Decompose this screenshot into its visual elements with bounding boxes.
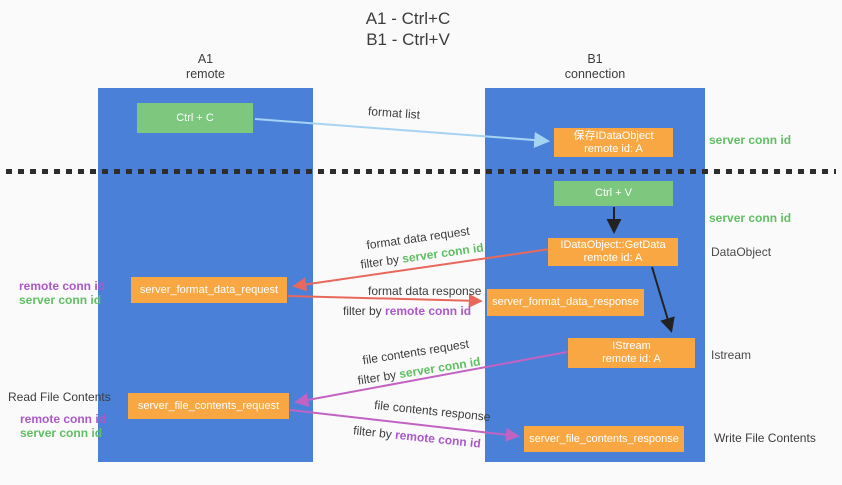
node-istream: IStream remote id: A (568, 338, 695, 368)
node-server-file-contents-response: server_file_contents_response (524, 426, 684, 452)
save-idataobject-line2: remote id: A (584, 142, 643, 155)
filter-by-text: filter by (343, 304, 382, 318)
lane-a1-title: A1 (197, 52, 214, 66)
diagram-title: A1 - Ctrl+C B1 - Ctrl+V (308, 8, 508, 50)
node-save-idataobject: 保存IDataObject remote id: A (554, 128, 673, 157)
filter-by-text: filter by (352, 423, 393, 442)
label-write-file-contents: Write File Contents (714, 431, 816, 445)
format-request-label: server_format_data_request (139, 283, 279, 296)
label-server-conn-id-file: server conn id (20, 426, 103, 440)
getdata-line2: remote id: A (583, 252, 643, 264)
label-server-conn-id-top: server conn id (709, 133, 792, 147)
filter-by-text: filter by (359, 252, 400, 272)
node-ctrl-v: Ctrl + V (554, 181, 673, 206)
title-line-1: A1 - Ctrl+C (365, 9, 451, 28)
session-divider-dotted-line (6, 169, 836, 174)
node-server-format-data-response: server_format_data_response (487, 289, 644, 316)
label-remote-conn-id-format: remote conn id (19, 279, 106, 293)
node-server-format-data-request: server_format_data_request (131, 277, 287, 303)
label-server-conn-id-format: server conn id (19, 293, 102, 307)
file-response-label: server_file_contents_response (529, 432, 679, 445)
label-server-conn-id-mid: server conn id (709, 211, 792, 225)
save-idataobject-line1: 保存IDataObject (573, 129, 654, 142)
label-format-list: format list (367, 104, 421, 122)
label-format-data-response: format data response (368, 284, 482, 298)
label-filter-format-response: filter by remote conn id (343, 304, 471, 318)
remote-conn-id-key: remote conn id (385, 304, 472, 318)
lane-b1-subtitle: connection (564, 67, 626, 81)
lane-header-a1: A1 remote (98, 52, 313, 82)
filter-by-text: filter by (356, 367, 398, 388)
format-response-label: server_format_data_response (492, 296, 639, 308)
label-istream: Istream (711, 348, 752, 362)
ctrl-c-label: Ctrl + C (176, 111, 214, 124)
node-server-file-contents-request: server_file_contents_request (128, 393, 289, 419)
label-read-file-contents: Read File Contents (8, 390, 111, 404)
istream-line2: remote id: A (602, 353, 661, 365)
node-idataobject-getdata: IDataObject::GetData remote id: A (548, 238, 678, 266)
istream-line1: IStream (612, 340, 651, 352)
lane-header-b1: B1 connection (485, 52, 705, 82)
lane-a1-subtitle: remote (186, 67, 225, 81)
label-file-contents-response: file contents response (373, 397, 492, 425)
ctrl-v-label: Ctrl + V (595, 187, 632, 199)
label-dataobject: DataObject (711, 245, 772, 259)
file-request-label: server_file_contents_request (137, 399, 280, 412)
label-filter-file-response: filter by remote conn id (353, 423, 482, 450)
title-line-2: B1 - Ctrl+V (366, 30, 450, 49)
getdata-line1: IDataObject::GetData (560, 239, 666, 251)
lane-b1-title: B1 (587, 52, 603, 66)
node-ctrl-c: Ctrl + C (137, 103, 253, 133)
label-remote-conn-id-file: remote conn id (20, 412, 107, 426)
remote-conn-id-key: remote conn id (394, 427, 482, 451)
